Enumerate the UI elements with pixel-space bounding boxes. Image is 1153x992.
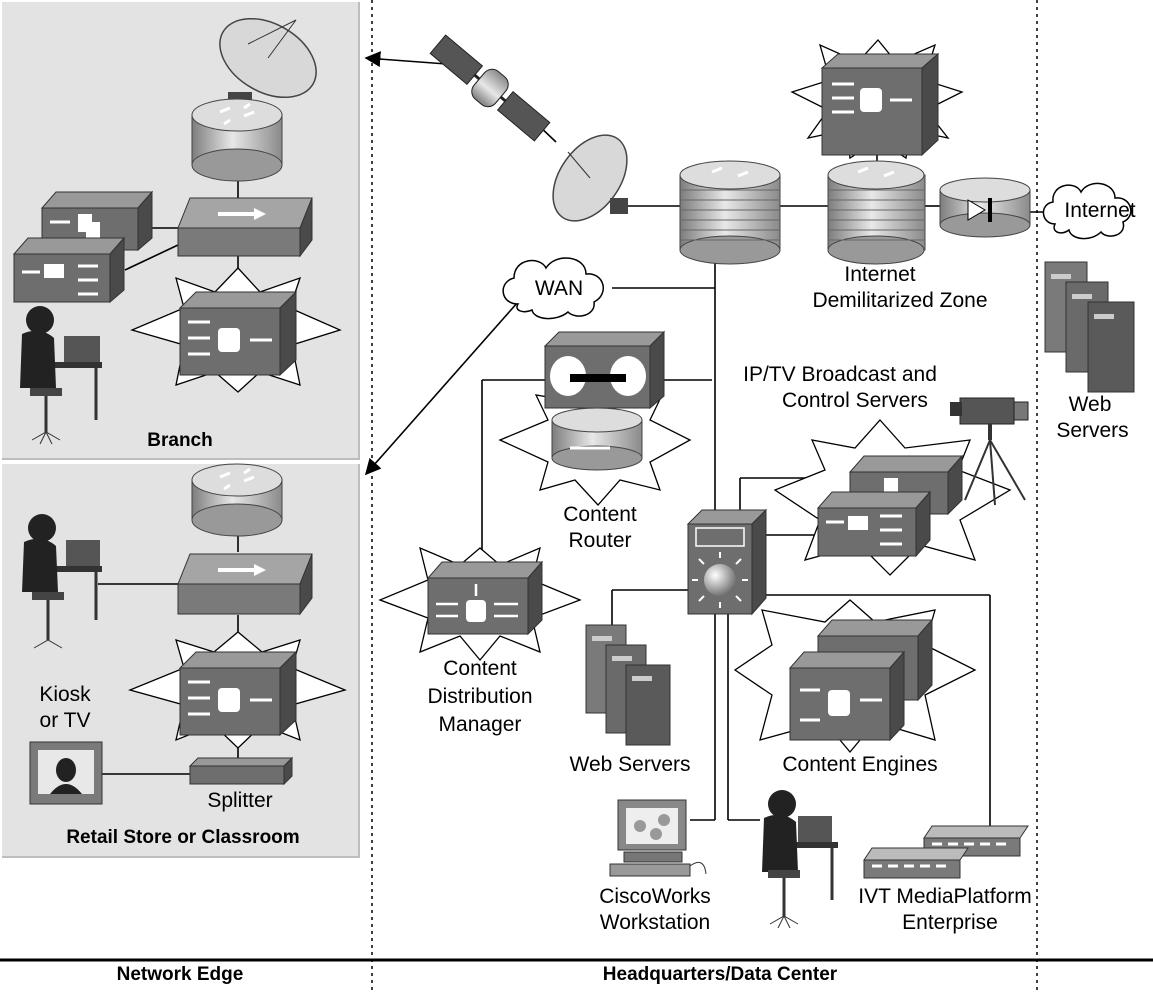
retail-content-engine-icon (178, 650, 298, 737)
retail-switch-icon (177, 553, 313, 616)
satellite-icon (429, 34, 551, 142)
cdm-icon (426, 560, 544, 636)
branch-label: Branch (147, 430, 213, 451)
internet-cloud-icon (1042, 182, 1132, 240)
kiosk-label-line1: Kiosk (39, 683, 91, 706)
iptv-label-line1: IP/TV Broadcast and (743, 363, 937, 386)
ciscoworks-workstation-icon (609, 799, 707, 877)
ivt-label-line1: IVT MediaPlatform (858, 885, 1032, 908)
content-router-label-line2: Router (568, 529, 632, 552)
ciscoworks-label-line1: CiscoWorks (599, 885, 711, 908)
branch-content-engine-icon (178, 290, 298, 377)
retail-label: Retail Store or Classroom (66, 827, 300, 848)
hq-core-router-icon (679, 160, 781, 265)
wan-cloud-icon (502, 257, 604, 320)
web-servers-right-line1: Web (1068, 393, 1112, 416)
branch-iptv-server-icon (40, 190, 154, 252)
splitter-icon (188, 756, 294, 786)
branch-user-icon (20, 306, 102, 445)
multilayer-switch-icon (686, 508, 768, 616)
cdm-label-line1: Content (443, 657, 517, 680)
web-servers-center-icon (585, 624, 671, 746)
branch-satellite-dish-icon (219, 17, 317, 110)
web-servers-right-icon (1044, 261, 1135, 393)
wan-label: WAN (534, 277, 584, 300)
branch-switch-icon (177, 197, 313, 258)
iptv-label-line2: Control Servers (782, 389, 928, 412)
kiosk-tv-icon (29, 741, 103, 805)
network-edge-label: Network Edge (116, 964, 244, 985)
splitter-label: Splitter (207, 789, 273, 812)
content-router-icon (543, 330, 666, 471)
ivt-mediaplatform-icon (863, 825, 1029, 879)
video-camera-icon (950, 397, 1029, 506)
kiosk-label-line2: or TV (39, 709, 91, 732)
headquarters-label: Headquarters/Data Center (602, 964, 838, 985)
cdm-label-line2: Distribution (427, 685, 533, 708)
dmz-content-engine-icon (820, 52, 940, 157)
ivt-label-line2: Enterprise (902, 911, 998, 934)
dmz-router-icon (827, 160, 926, 265)
dmz-label-line2: Demilitarized Zone (812, 289, 988, 312)
web-servers-center-label: Web Servers (569, 753, 691, 776)
content-engines-icon (788, 618, 934, 742)
branch-router-icon (191, 98, 283, 182)
hq-satellite-dish-icon (552, 134, 628, 222)
iptv-broadcast-server-icon (816, 490, 932, 558)
web-servers-right-line2: Servers (1056, 419, 1129, 442)
hq-user-icon (762, 790, 838, 929)
retail-user-icon (22, 514, 102, 649)
content-router-label-line1: Content (563, 503, 637, 526)
dmz-label-line1: Internet (844, 263, 916, 286)
content-engines-label: Content Engines (782, 753, 938, 776)
retail-router-icon (191, 463, 283, 537)
cdm-label-line3: Manager (438, 713, 522, 736)
internet-label: Internet (1064, 199, 1136, 222)
firewall-icon (939, 177, 1031, 238)
ciscoworks-label-line2: Workstation (599, 911, 711, 934)
branch-video-server-icon (12, 236, 126, 304)
